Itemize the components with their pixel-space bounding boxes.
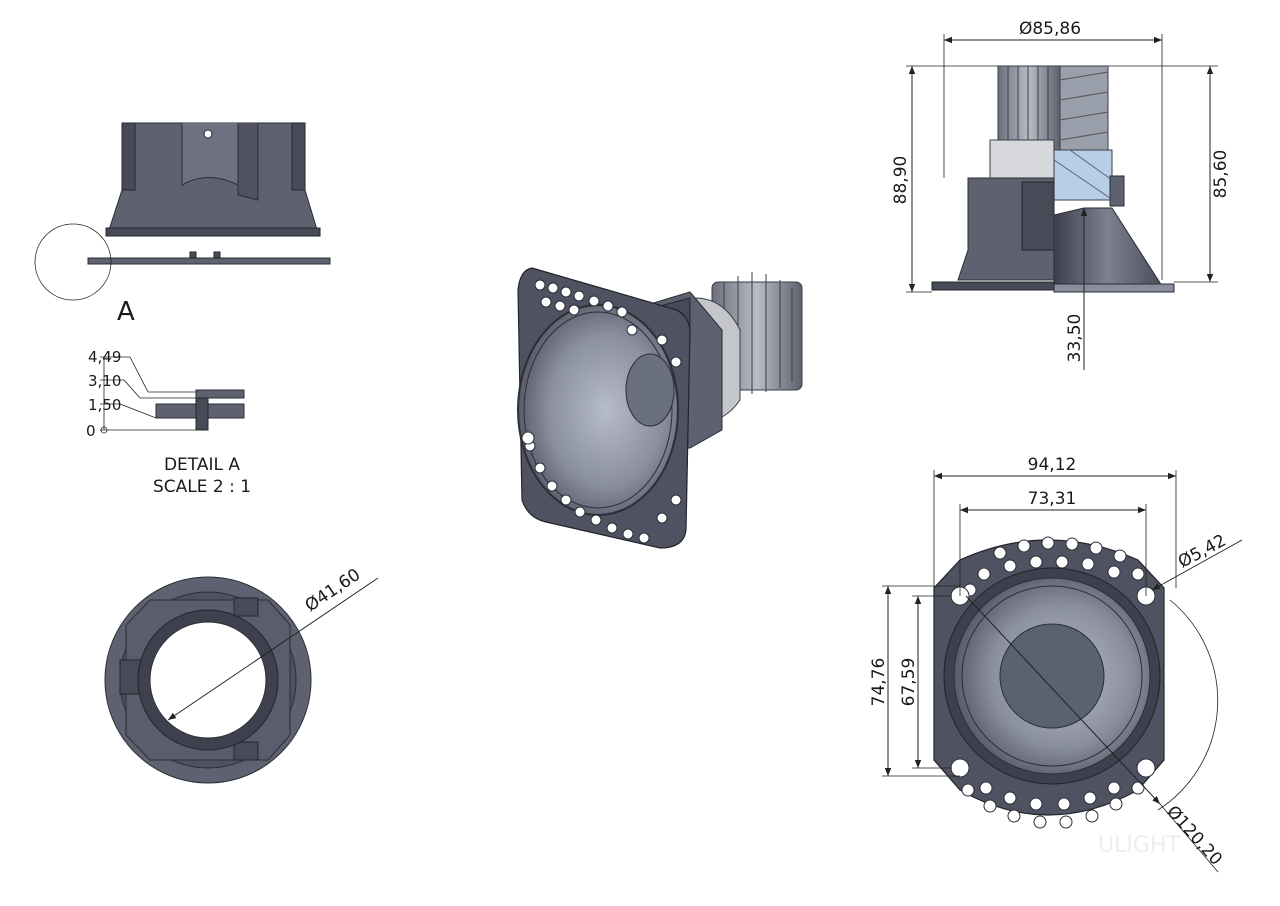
dim-hole-pitch-x: 73,31	[1028, 489, 1077, 509]
detail-level-449: 4,49	[88, 348, 121, 366]
ring-front-view: Ø41,60	[104, 565, 379, 784]
dim-flange-width: 94,12	[1028, 455, 1077, 475]
mount-hole-bottom-right	[1136, 758, 1156, 778]
detail-title: DETAIL A	[164, 455, 240, 475]
mount-hole-bottom-left	[950, 758, 970, 778]
dim-hole-diameter: Ø5,42	[1175, 531, 1230, 573]
detail-marker: A	[117, 297, 135, 327]
detail-level-150: 1,50	[88, 396, 121, 414]
flange-front-view: 94,12 73,31 74,76 67,59 Ø5,42 Ø120,20	[869, 455, 1243, 873]
dim-hole-pitch-y: 67,59	[899, 658, 919, 707]
dim-overall-height: 88,90	[891, 156, 911, 205]
dim-flange-height: 74,76	[869, 658, 889, 707]
detail-level-310: 3,10	[88, 372, 121, 390]
isometric-view	[517, 267, 803, 549]
perforation-holes	[961, 536, 1145, 829]
dim-depth: 33,50	[1065, 314, 1085, 363]
detail-scale: SCALE 2 : 1	[153, 477, 251, 497]
flange-holes	[521, 279, 682, 544]
detail-a-callout-circle	[34, 223, 112, 301]
detail-level-0: 0	[86, 422, 96, 440]
dim-body-height: 85,60	[1211, 150, 1231, 199]
dim-outer-diameter: Ø85,86	[1019, 19, 1081, 39]
watermark: ULIGHT	[1098, 833, 1180, 858]
side-view-top-left	[34, 122, 331, 301]
detail-a-view: 4,49 3,10 1,50 0	[86, 348, 245, 440]
section-view: Ø85,86 88,90 85,60 33,50	[891, 19, 1231, 370]
